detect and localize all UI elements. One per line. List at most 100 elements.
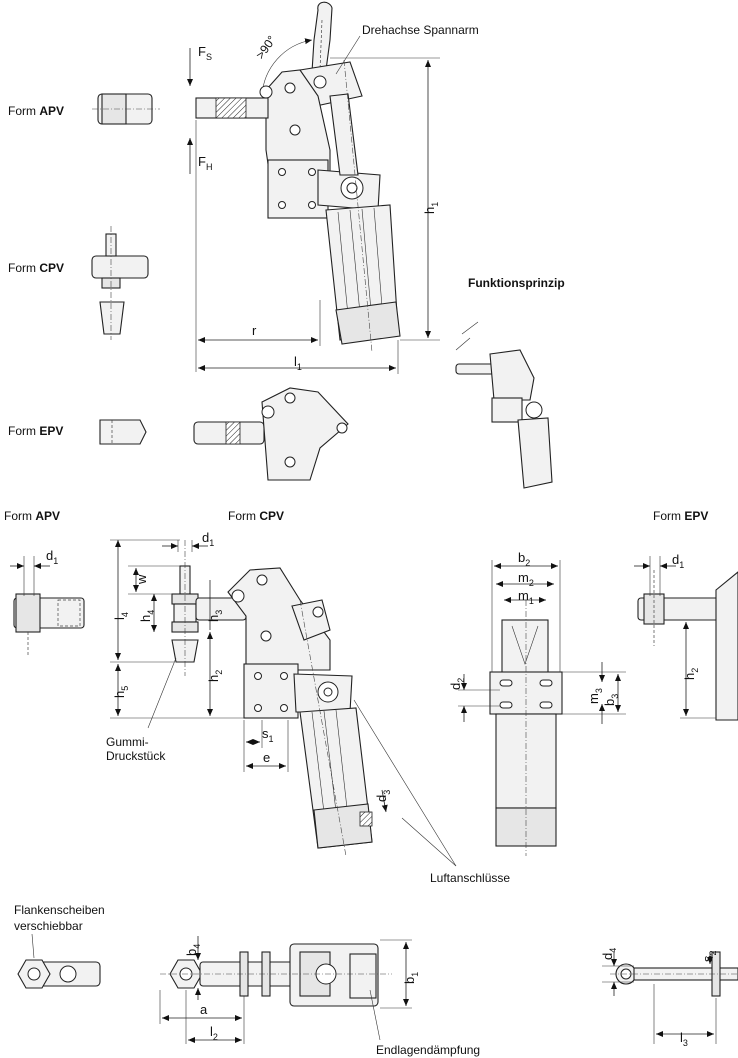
h5-label: h5 [112,686,130,698]
fp-base [491,397,523,423]
pivot-axis-leader [335,35,361,75]
form-apv-label: Form APV [8,104,64,118]
clamp-body [265,69,331,179]
bottom-apv-hole [59,965,77,983]
body-hole-1 [259,85,273,99]
cpv-tip-arm [91,255,149,279]
l4-label: l4 [112,612,130,620]
fp-arm [455,363,497,375]
form-epv-label-top: Form EPV [8,424,63,438]
apv-end-block [15,593,41,633]
epv-h2-label: h2 [682,668,700,680]
cpv-d1-label: d1 [202,530,214,548]
epv-mid-body [715,571,738,721]
b1-label: b1 [402,972,420,984]
air-port-leader-1 [353,699,457,867]
front-slot-3 [499,701,513,709]
apv-end-view: d1 [10,548,85,656]
function-principle: Funktionsprinzip [455,276,565,489]
form-cpv-tip: Form CPV [8,226,149,340]
cylinder-axis [343,59,373,353]
epv-hole-3 [336,422,348,434]
front-slot-2 [539,679,553,687]
cylinder-cap [335,301,401,345]
r-label: r [252,323,257,338]
main-clamp-view: r l1 h1 FS FH >90° Drehachse Spannarm [187,1,479,374]
apv-end-hidden [57,599,81,627]
front-view: b2 m2 m1 d2 b3 m3 [448,550,626,856]
epv-hole-1 [261,405,275,419]
w-label: w [134,574,149,585]
body-hole-2 [284,82,296,94]
b3-label: b3 [602,694,620,706]
epv-arm-section [225,421,241,445]
base-hole-3 [308,168,316,176]
cpv-hole-3 [260,630,272,642]
swung-arm-centerline [319,19,323,71]
cpv-hole-2 [256,574,268,586]
bottom-epv-view: d4 s2 l3 [600,948,738,1048]
angle-label: >90° [253,33,279,62]
apv-d1-label: d1 [46,548,58,566]
front-slot-1 [499,679,513,687]
epv-body [261,387,349,481]
top-view: l2 a b4 b1 Endlagendämpfung [159,936,480,1057]
cpv-side-view: w l4 h4 h3 h2 h5 d1 s1 e d3 Gummi- Druck… [106,530,510,885]
h1-label: h1 [422,202,440,214]
form-epv-top: Form EPV [8,387,349,481]
l1-label: l1 [294,354,302,372]
front-upper [501,619,549,679]
base-hole-4 [308,201,316,209]
side-washers-label-2: verschiebbar [14,919,83,933]
cpv-air-port [359,811,373,827]
fp-cylinder [517,417,553,489]
s1-label: s1 [262,726,274,744]
e-label: e [263,750,270,765]
cylinder-pivot-inner [346,182,358,194]
bottom-apv-view: Flankenscheiben verschiebbar [14,903,105,989]
base-hole-1 [278,168,286,176]
s2-label: s2 [700,950,718,962]
cpv-base-hole-1 [254,672,262,680]
rubber-pad-label-1: Gummi- [106,735,149,749]
swung-arm-outline [311,1,333,73]
fp-body [489,349,535,401]
form-apv-tip: Form APV [8,93,160,125]
m1-label: m1 [518,588,534,606]
end-damping-label: Endlagendämpfung [376,1043,480,1057]
h3-label: h3 [206,610,224,622]
a-label: a [200,1002,208,1017]
air-port-leader-2 [401,817,457,867]
rubber-pad-label-2: Druckstück [106,749,166,763]
cpv-link-hole [312,606,324,618]
cpv-cyl-pivot-inner [323,687,333,697]
cpv-cyl-cap [313,803,373,849]
body-hole-3 [289,124,301,136]
l3-label: l3 [680,1030,688,1048]
d2-label: d2 [448,678,466,690]
cpv-body [227,567,331,671]
m2-label: m2 [518,570,534,588]
epv-hole-4 [284,456,296,468]
cpv-base [243,663,299,719]
l2-label: l2 [210,1024,218,1042]
fh-label: FH [198,154,212,172]
bottom-apv-bore [27,967,41,981]
form-cpv-label-mid: Form CPV [228,509,284,523]
b2-label: b2 [518,550,530,568]
epv-d1-label: d1 [672,552,684,570]
cpv-base-hole-4 [280,704,288,712]
epv-side-view: d1 h2 [634,552,738,721]
pivot-hole [313,75,327,89]
b4-label: b4 [184,944,202,956]
function-principle-title: Funktionsprinzip [468,276,565,290]
d3-label: d3 [374,790,392,802]
pivot-axis-label: Drehachse Spannarm [362,23,479,37]
end-damping-leader [369,989,381,1041]
cpv-hole-1 [231,589,245,603]
form-epv-label-mid: Form EPV [653,509,708,523]
d3-arrow [381,789,388,813]
epv-tip-outline [99,419,147,445]
epv-mid-nut [643,593,665,625]
